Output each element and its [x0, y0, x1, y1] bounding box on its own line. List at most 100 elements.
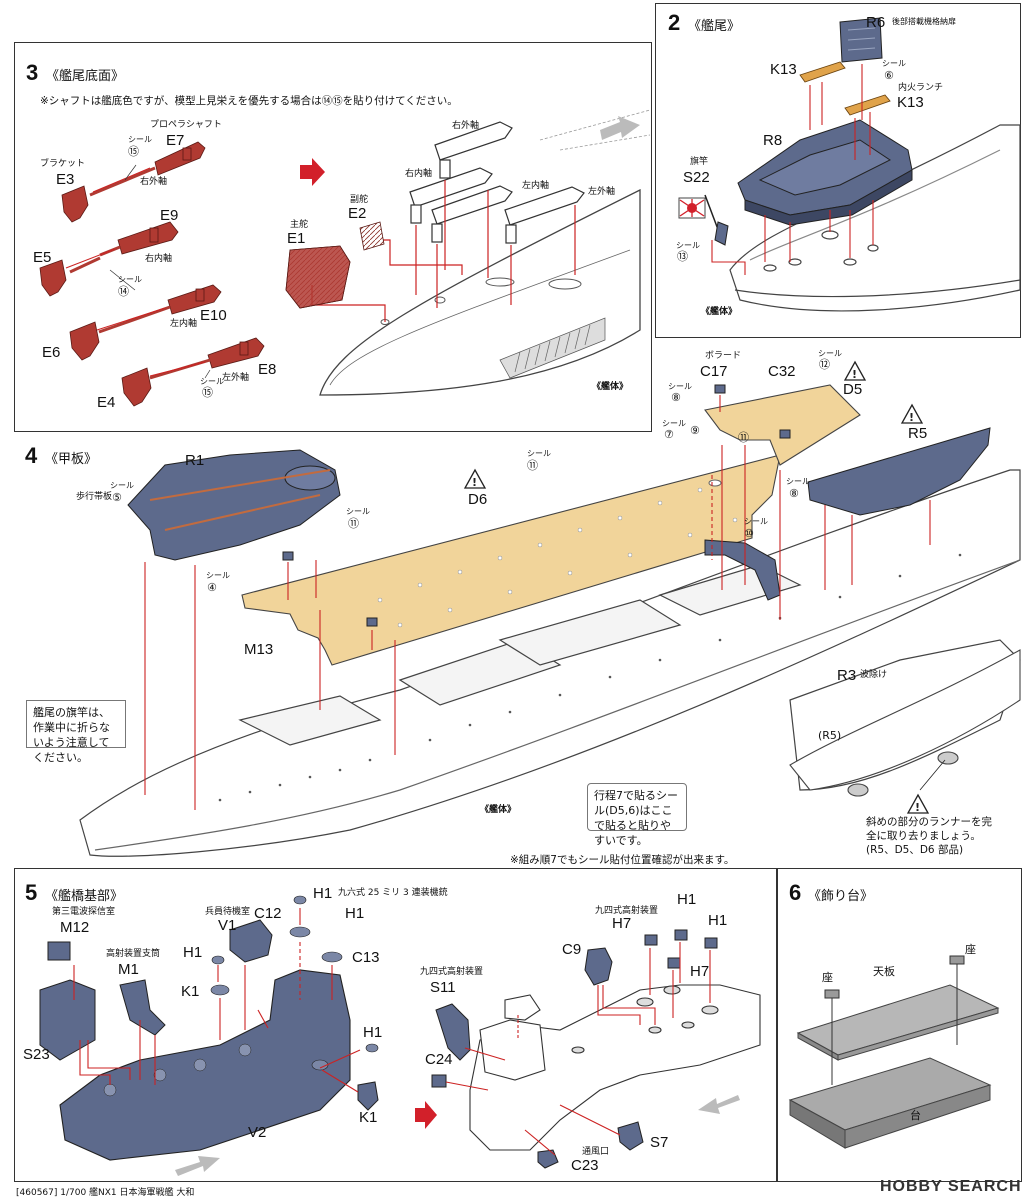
step6-seat-a: 座	[965, 943, 976, 956]
step5-duty-room-label: 兵員待機室	[205, 907, 251, 917]
step5-gray-arrow-left	[175, 1156, 220, 1176]
step3-bracket-label: ブラケット	[40, 159, 86, 169]
step4-seal-12: ⑫	[819, 358, 830, 371]
step3-title: 《艦尾底面》	[46, 69, 125, 84]
step5-h1-desc: 九六式 25 ミリ 3 連装機銃	[338, 888, 448, 898]
step2-seal-6: ⑥	[884, 69, 894, 82]
step5-red-arrow-indicator	[415, 1101, 437, 1129]
step4-caution-flag: 艦尾の旗竿は、作業中に折らないよう注意してください。	[26, 700, 126, 764]
step2-seal-13: ⑬	[677, 250, 688, 263]
step4-seal-label-i: シール	[786, 477, 810, 486]
step5-part-c9: C9	[562, 941, 582, 958]
step2-flag	[678, 194, 729, 246]
step3-part-e7: E7	[166, 132, 185, 149]
step5-right-small-parts	[431, 929, 718, 1169]
step5-part-c13: C13	[352, 949, 380, 966]
step3-right-inner-label: 右内軸	[145, 254, 173, 264]
step5-part-k1a: K1	[181, 983, 200, 1000]
step5-part-k1b: K1	[359, 1109, 378, 1126]
step4-runner-inset	[789, 649, 1021, 797]
step4-seal-label-d: シール	[527, 449, 551, 458]
step5-part-h7a: H7	[612, 915, 632, 932]
step4-seal-7: ⑦	[664, 428, 674, 441]
step2-part-r6: R6	[866, 14, 886, 31]
step3-gray-arrow	[600, 116, 640, 140]
step5-fire-ctrl-a: 九四式高射装置	[595, 906, 659, 916]
step4-part-r1: R1	[185, 452, 205, 469]
step2-title: 《艦尾》	[688, 19, 741, 34]
step3-hull-drawing	[319, 109, 651, 396]
step2-hull-drawing	[729, 124, 1021, 312]
step6-display-stand	[788, 955, 1000, 1149]
step5-part-h1f: H1	[708, 912, 728, 929]
step5-sonar-room-label: 第三電波探信室	[52, 907, 116, 917]
step3-diagram-left-inner: 左内軸	[522, 181, 550, 191]
panel-step3	[14, 42, 652, 432]
step5-part-h1a: H1	[313, 885, 333, 902]
svg-text:!: !	[472, 476, 477, 489]
step3-red-parts	[39, 141, 385, 407]
step3-part-e10: E10	[200, 307, 227, 324]
step3-seal-label-c: シール	[200, 377, 224, 386]
step3-note: ※シャフトは艦底色ですが、模型上見栄えを優先する場合は⑭⑮を貼り付けてください。	[40, 95, 458, 107]
svg-text:!: !	[852, 368, 857, 381]
step6-seat-b: 座	[822, 971, 833, 984]
step5-part-h1d: H1	[363, 1024, 383, 1041]
step4-seal-11b: ⑪	[527, 459, 538, 472]
step3-part-e9: E9	[160, 207, 179, 224]
footer-brand: HOBBY SEARCH	[880, 1178, 1022, 1195]
step2-part-k13b: K13	[897, 94, 924, 111]
step5-part-m12: M12	[60, 919, 90, 936]
step6-number: 6	[789, 880, 802, 905]
step2-part-r8	[737, 119, 913, 226]
step3-hull-label: 《艦体》	[592, 382, 629, 392]
step4-seal-11a: ⑪	[348, 517, 359, 530]
step2-r6-desc: 後部搭載機格納扉	[892, 17, 956, 26]
step5-number: 5	[25, 880, 38, 905]
step6-title: 《飾り台》	[808, 889, 874, 904]
step4-part-d6	[241, 454, 781, 666]
step4-warning-marks: !!!!	[472, 368, 920, 814]
step4-title: 《甲板》	[45, 452, 98, 467]
step5-part-h7b: H7	[690, 963, 710, 980]
step3-part-e8: E8	[258, 361, 277, 378]
step4-seal-4: ④	[207, 581, 217, 594]
step4-seal-label-b: シール	[206, 571, 230, 580]
step6-top-plate: 天板	[873, 965, 895, 978]
step3-diagram-right-outer: 右外軸	[452, 121, 480, 131]
step6-base: 台	[910, 1109, 921, 1122]
step2-part-r8: R8	[763, 132, 783, 149]
panel-step6	[777, 868, 1022, 1182]
step3-number: 3	[26, 60, 39, 85]
step5-part-h1c: H1	[183, 944, 203, 961]
step5-part-c12: C12	[254, 905, 282, 922]
step4-part-r5	[807, 427, 991, 516]
step3-part-e5: E5	[33, 249, 52, 266]
step3-seal-leaders	[109, 164, 211, 379]
step3-part-e2: E2	[348, 205, 367, 222]
step3-diagram-left-outer: 左外軸	[588, 187, 616, 197]
step5-part-h1b: H1	[345, 905, 365, 922]
step4-seal-label-g: シール	[662, 419, 686, 428]
step5-part-m1: M1	[118, 961, 139, 978]
step2-part-s22: S22	[683, 169, 710, 186]
step4-part-c32: C32	[768, 363, 796, 380]
step4-part-r1	[127, 449, 341, 561]
panel-step5	[14, 868, 777, 1182]
step2-hull-label: 《艦体》	[701, 307, 738, 317]
step2-red-arrows	[711, 64, 874, 275]
step3-part-arrows	[65, 167, 206, 377]
step4-hull-label: 《艦体》	[480, 805, 517, 815]
step4-part-d5: D5	[843, 381, 863, 398]
step5-fire-ctrl-b: 九四式高射装置	[420, 967, 484, 977]
step4-seal-9: ⑨	[690, 424, 700, 437]
step4-part-r3: R3	[837, 667, 857, 684]
step5-bridge-base-left	[39, 895, 379, 1161]
step5-part-c24: C24	[425, 1051, 453, 1068]
step3-left-outer-label: 左外軸	[222, 373, 250, 383]
step3-red-arrow-indicator	[300, 158, 325, 186]
step4-seal-10: ⑩	[744, 527, 754, 540]
step2-seal-label: シール	[882, 59, 906, 68]
step4-part-m13: M13	[244, 641, 274, 658]
step3-part-e3: E3	[56, 171, 75, 188]
